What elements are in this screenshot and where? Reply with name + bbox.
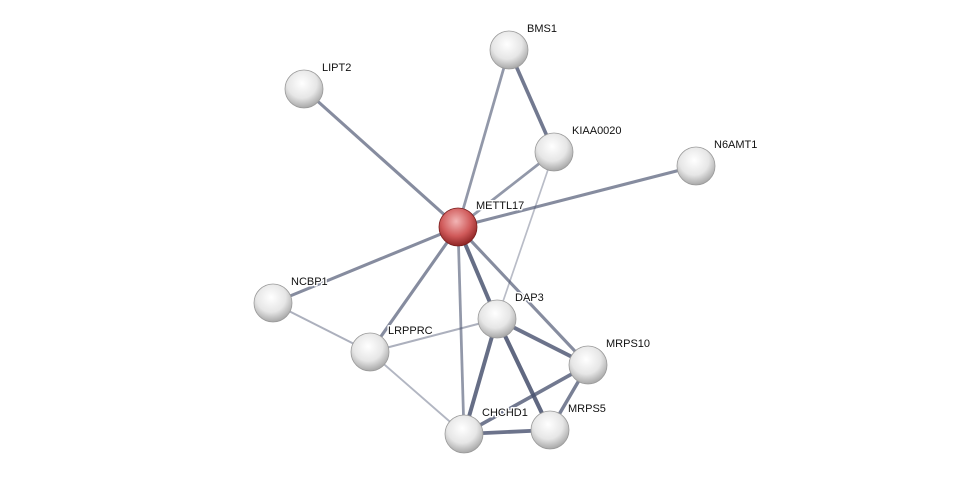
edge-mettl17-ncbp1[interactable] — [272, 225, 459, 305]
protein-node-circle[interactable] — [568, 345, 608, 385]
node-ncbp1[interactable]: NCBP1 — [253, 275, 329, 323]
nodes-layer: METTL17 BMS1LIPT2KIAA0020N6AMT1NCBP1DAP3L… — [253, 22, 759, 454]
protein-node-circle[interactable] — [477, 299, 517, 339]
edge-dap3-mrps5[interactable] — [495, 318, 552, 431]
node-mettl17[interactable]: METTL17 — [438, 199, 526, 247]
node-label: METTL17 — [476, 200, 524, 212]
node-bms1[interactable]: BMS1 — [489, 22, 558, 70]
node-kiaa0020[interactable]: KIAA0020 — [534, 124, 623, 172]
node-label: MRPS10 — [606, 338, 650, 350]
node-label: N6AMT1 — [714, 139, 757, 151]
node-label: MRPS5 — [568, 403, 606, 415]
protein-node-circle[interactable] — [530, 410, 570, 450]
node-lipt2[interactable]: LIPT2 — [284, 61, 353, 109]
protein-node-circle[interactable] — [350, 332, 390, 372]
edge-mettl17-n6amt1[interactable] — [457, 164, 697, 229]
protein-node-circle[interactable] — [438, 207, 478, 247]
protein-node-circle[interactable] — [253, 283, 293, 323]
edge-mettl17-kiaa0020[interactable] — [457, 150, 555, 229]
node-dap3[interactable]: DAP3 — [477, 291, 545, 339]
edge-mettl17-mrps10[interactable] — [456, 225, 590, 367]
node-label: LRPPRC — [388, 325, 433, 337]
node-chchd1[interactable]: CHCHD1 — [444, 406, 529, 454]
edge-lrpprc-chchd1[interactable] — [369, 351, 465, 435]
node-lrpprc[interactable]: LRPPRC — [350, 324, 434, 372]
edge-dap3-chchd1[interactable] — [462, 318, 499, 435]
edge-mettl17-lipt2[interactable] — [302, 87, 460, 229]
node-label: DAP3 — [515, 292, 544, 304]
node-mrps10[interactable]: MRPS10 — [568, 337, 652, 385]
node-label: NCBP1 — [291, 276, 328, 288]
edges-layer — [272, 49, 697, 436]
protein-node-circle[interactable] — [534, 132, 574, 172]
node-label: BMS1 — [527, 23, 557, 35]
node-mrps5[interactable]: MRPS5 — [530, 402, 607, 450]
edge-mettl17-bms1[interactable] — [456, 49, 511, 228]
protein-node-circle[interactable] — [284, 69, 324, 109]
node-label: CHCHD1 — [482, 407, 528, 419]
protein-node-circle[interactable] — [444, 414, 484, 454]
protein-node-circle[interactable] — [489, 30, 529, 70]
edge-mrps10-chchd1[interactable] — [463, 363, 589, 436]
edge-mettl17-lrpprc[interactable] — [368, 226, 460, 353]
node-label: KIAA0020 — [572, 125, 622, 137]
protein-node-circle[interactable] — [676, 146, 716, 186]
edge-mettl17-chchd1[interactable] — [456, 226, 466, 435]
edge-lrpprc-dap3[interactable] — [369, 318, 498, 353]
node-n6amt1[interactable]: N6AMT1 — [676, 138, 759, 186]
edge-kiaa0020-dap3[interactable] — [496, 151, 555, 320]
node-label: LIPT2 — [322, 62, 351, 74]
